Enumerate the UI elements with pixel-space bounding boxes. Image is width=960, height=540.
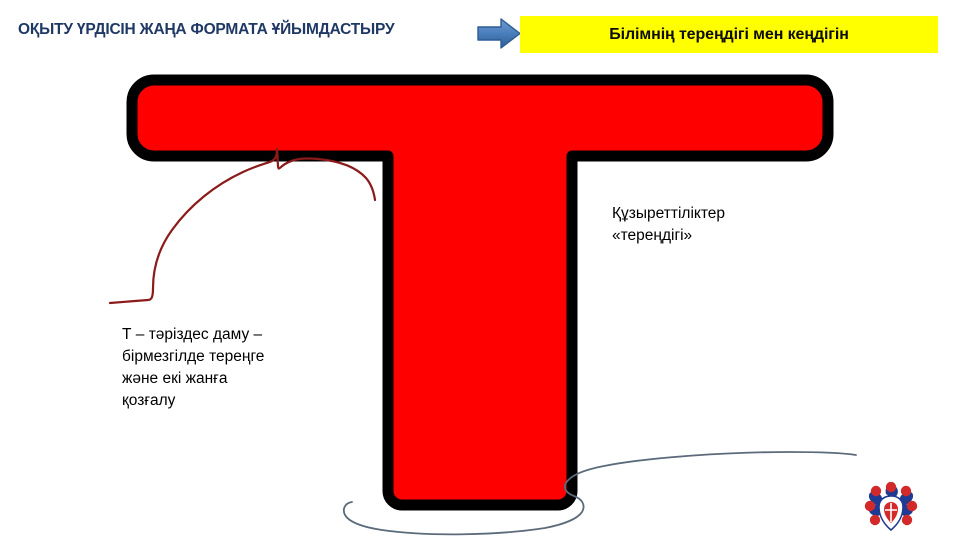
right-arrow-icon [477,17,521,50]
callout-left-text: Т – тәріздес даму – бірмезгілде тереңге … [122,326,265,409]
letter-t-shape [120,68,840,518]
callout-right-text: Құзыреттіліктер «тереңдігі» [612,205,726,244]
banner-box: Білімнің тереңдігі мен кеңдігін [520,16,938,53]
institution-emblem [862,481,920,536]
page-title: ОҚЫТУ ҮРДІСІН ЖАҢА ФОРМАТА ҰЙЫМДАСТЫРУ [18,21,395,38]
banner-text: Білімнің тереңдігі мен кеңдігін [609,25,849,43]
